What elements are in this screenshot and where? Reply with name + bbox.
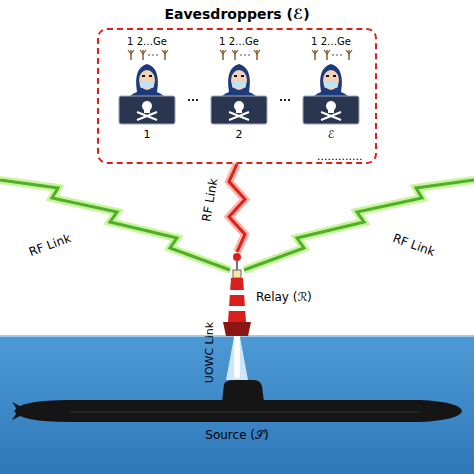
submarine [10,378,464,426]
buoy-relay [222,252,252,336]
relay-node: Relay (ℛ) [222,252,316,336]
eavesdropper-number: ℰ [291,128,371,141]
hacker-icon [107,50,187,126]
eavesdropper-node: 1 2…Geℰ [291,36,371,140]
link-label: RF Link [27,231,73,259]
ellipsis-dots: ............. [317,150,362,163]
link-label: RF Link [199,177,220,222]
rf-link-connector [229,164,245,252]
group-title: Eavesdroppers (ℰ) [99,6,375,22]
sea [0,336,474,474]
light-beam [226,337,248,380]
uowc-connector [237,336,238,378]
relay-label: Relay (ℛ) [256,290,312,304]
rf-lightning-right [244,180,474,270]
source-node: Source (𝒮) [10,378,464,444]
hacker-icon [291,50,371,126]
antenna-index: 1 2…Ge [199,36,279,47]
eavesdropper-node: 1 2…Ge 1 [107,36,187,140]
eavesdropper-node: 1 2…Ge 2 [199,36,279,140]
rf-lightning-left [0,180,230,270]
source-label: Source (𝒮) [10,428,464,442]
hacker-icon [199,50,279,126]
antenna-index: 1 2…Ge [291,36,371,47]
link-label: RF Link [391,231,437,259]
antenna-index: 1 2…Ge [107,36,187,47]
eavesdropper-number: 1 [107,128,187,141]
eavesdropper-group: Eavesdroppers (ℰ)1 2…Ge11 2…Ge21 2…Geℰ..… [97,28,377,164]
link-label: UOWC Link [203,321,216,382]
eavesdropper-number: 2 [199,128,279,141]
